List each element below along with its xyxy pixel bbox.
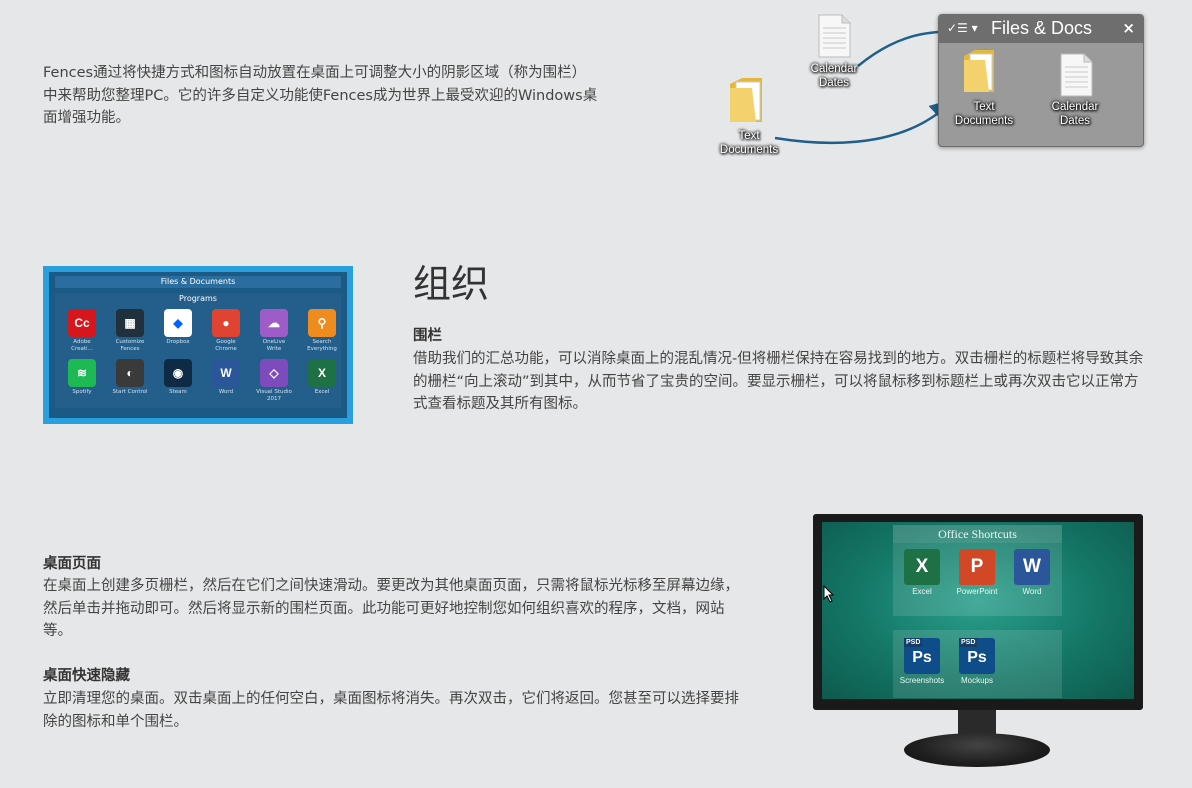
office-shortcut[interactable]: P PowerPoint <box>952 549 1002 597</box>
app-label: Start Control <box>112 389 148 395</box>
subheading-desktop-pages: 桌面页面 <box>43 556 101 572</box>
section-heading-organize: 组织 <box>413 262 490 306</box>
document-icon[interactable] <box>1056 53 1096 97</box>
program-shortcut[interactable]: ⚲ Search Everything <box>302 309 342 353</box>
office-app-label: PowerPoint <box>956 587 998 596</box>
program-shortcut[interactable]: ● Google Chrome <box>206 309 246 353</box>
desktop-label-calendar: Calendar Dates <box>810 63 858 89</box>
app-icon: ◆ <box>164 309 192 337</box>
app-label: Word <box>218 389 234 395</box>
monitor-stand-base <box>904 733 1050 767</box>
programs-group-title: Programs <box>179 294 217 303</box>
app-icon: ▦ <box>116 309 144 337</box>
folder-icon[interactable] <box>726 74 770 126</box>
quick-hide-description: 立即清理您的桌面。双击桌面上的任何空白，桌面图标将消失。再次双击，它们将返回。您… <box>43 691 739 730</box>
app-icon: W <box>212 359 240 387</box>
psd-label: Screenshots <box>899 676 945 685</box>
app-label: Google Chrome <box>215 339 237 352</box>
app-label: Steam <box>169 389 187 395</box>
office-app-icon: X <box>904 549 940 585</box>
fence-files-docs[interactable]: ✓☰ ▾ Files & Docs × Text Documents Calen… <box>938 14 1144 147</box>
fence-label-text-documents: Text Documents <box>954 101 1014 127</box>
office-shortcuts-title: Office Shortcuts <box>893 525 1062 543</box>
app-icon: X <box>308 359 336 387</box>
fences-description: 借助我们的汇总功能，可以消除桌面上的混乱情况-但将栅栏保持在容易找到的地方。双击… <box>413 351 1144 412</box>
app-icon: ◇ <box>260 359 288 387</box>
mouse-cursor-icon <box>823 585 835 603</box>
app-icon: ≋ <box>68 359 96 387</box>
document-icon[interactable] <box>814 14 854 58</box>
desktop-label-text-documents: Text Documents <box>719 130 779 156</box>
subheading-fences: 围栏 <box>413 328 442 344</box>
panel-title: Files & Documents <box>55 276 341 288</box>
office-shortcut[interactable]: W Word <box>1007 549 1057 597</box>
office-app-label: Word <box>1022 587 1042 596</box>
fence-title: Files & Docs <box>991 18 1093 38</box>
app-label: Customize Fences <box>115 339 145 352</box>
program-shortcut[interactable]: ☁ OneLive Write <box>254 309 294 353</box>
app-icon: ● <box>212 309 240 337</box>
fence-label-calendar: Calendar Dates <box>1051 101 1099 127</box>
desktop-pages-description: 在桌面上创建多页栅栏，然后在它们之间快速滑动。要更改为其他桌面页面，只需将鼠标光… <box>43 578 739 639</box>
program-shortcut[interactable]: ▦ Customize Fences <box>110 309 150 353</box>
office-app-label: Excel <box>912 587 932 596</box>
intro-text: Fences通过将快捷方式和图标自动放置在桌面上可调整大小的阴影区域（称为围栏）… <box>43 65 598 126</box>
folder-icon[interactable] <box>961 47 1001 95</box>
app-label: OneLive Write <box>262 339 286 352</box>
program-shortcut[interactable]: ◆ Dropbox <box>158 309 198 346</box>
close-icon[interactable]: × <box>1122 19 1135 37</box>
program-shortcut[interactable]: ◐ Start Control <box>110 359 150 396</box>
app-label: Visual Studio 2017 <box>256 389 292 402</box>
subheading-quick-hide: 桌面快速隐藏 <box>43 668 130 684</box>
app-label: Search Everything <box>307 339 337 352</box>
app-icon: Cc <box>68 309 96 337</box>
app-label: Dropbox <box>166 339 190 345</box>
program-shortcut[interactable]: ◇ Visual Studio 2017 <box>254 359 294 403</box>
fence-menu-icon[interactable]: ✓☰ ▾ <box>947 21 978 35</box>
app-label: Spotify <box>72 389 92 395</box>
fence-titlebar[interactable]: ✓☰ ▾ Files & Docs × <box>939 15 1143 43</box>
app-label: Excel <box>314 389 330 395</box>
program-shortcut[interactable]: ◉ Steam <box>158 359 198 396</box>
app-icon: ◉ <box>164 359 192 387</box>
app-icon: ◐ <box>116 359 144 387</box>
office-shortcuts-fence: Office Shortcuts X Excel P PowerPoint W Word <box>893 525 1062 616</box>
app-label: Adobe Creati... <box>71 339 93 352</box>
program-shortcut[interactable]: ≋ Spotify <box>62 359 102 396</box>
office-app-icon: W <box>1014 549 1050 585</box>
program-shortcut[interactable]: W Word <box>206 359 246 396</box>
office-shortcut[interactable]: X Excel <box>897 549 947 597</box>
app-icon: ☁ <box>260 309 288 337</box>
app-icon: ⚲ <box>308 309 336 337</box>
psd-tag: PSD <box>904 638 923 647</box>
psd-tag: PSD <box>959 638 978 647</box>
psd-label: Mockups <box>960 676 993 685</box>
office-app-icon: P <box>959 549 995 585</box>
program-shortcut[interactable]: X Excel <box>302 359 342 396</box>
